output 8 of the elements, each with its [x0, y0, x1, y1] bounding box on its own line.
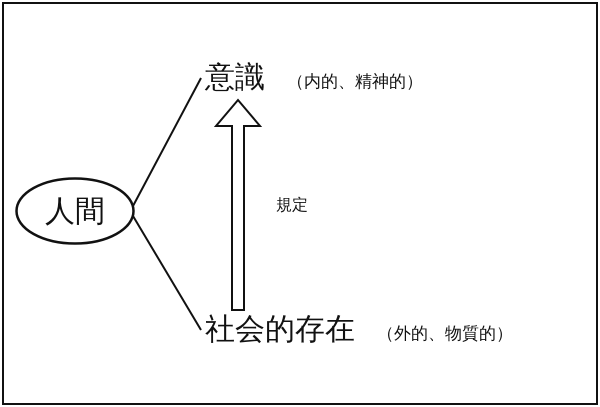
term-text: 人間	[45, 192, 105, 230]
block-arrow	[214, 98, 262, 311]
term-text: 意識	[205, 59, 265, 97]
annotation-text: （内的、精神的）	[287, 71, 423, 93]
term-text: 社会的存在	[205, 311, 355, 349]
connector-line	[132, 78, 202, 206]
annotation-text: （外的、物質的）	[377, 323, 513, 345]
connector-line	[132, 215, 202, 331]
